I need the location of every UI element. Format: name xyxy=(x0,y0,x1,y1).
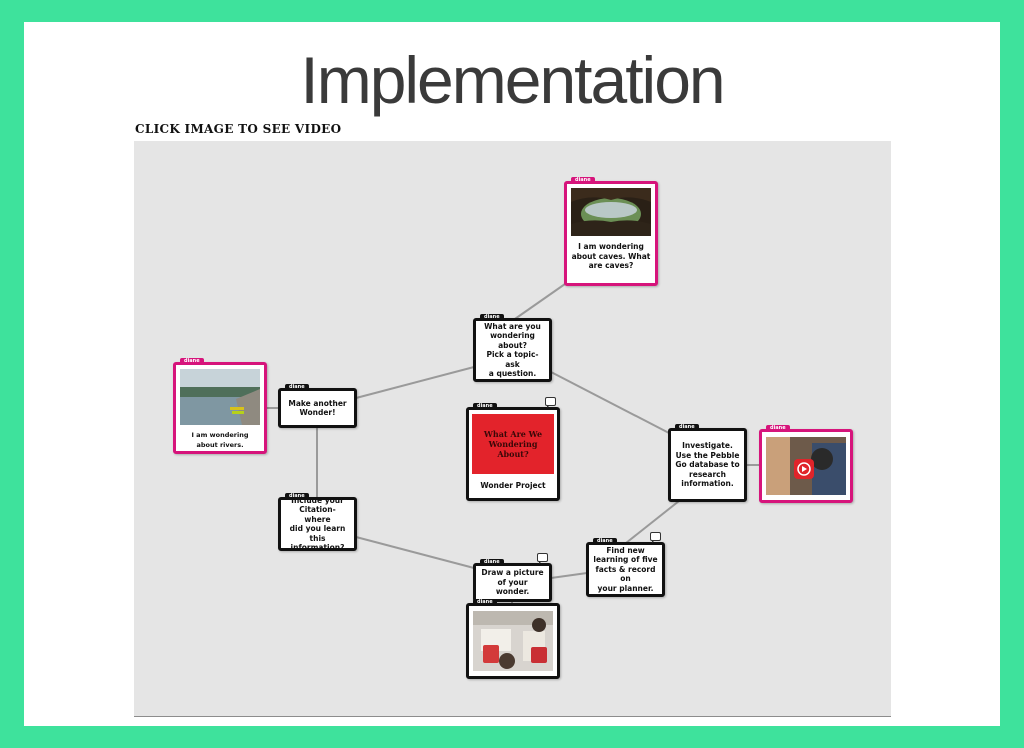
card-investigate[interactable]: diane Investigate. Use the Pebble Go dat… xyxy=(668,424,747,502)
card-make-another[interactable]: diane Make another Wonder! xyxy=(278,384,357,428)
slide: Implementation CLICK IMAGE TO SEE VIDEO … xyxy=(24,22,1000,726)
connector-find-investigate xyxy=(625,500,680,544)
river-photo xyxy=(180,369,260,425)
connector-draw-find xyxy=(550,572,588,579)
card-author-tag: diane xyxy=(593,538,617,545)
card-video[interactable]: diane xyxy=(759,425,853,503)
card-author-tag: diane xyxy=(480,559,504,566)
card-caves[interactable]: diane I am wondering about caves. What a… xyxy=(564,177,658,286)
card-text: Investigate. Use the Pebble Go database … xyxy=(675,441,740,489)
card-rivers[interactable]: diane I am wondering about rivers. xyxy=(173,358,267,454)
connector-wondering-make xyxy=(355,366,475,399)
poster-text: What Are We Wondering About? xyxy=(483,429,543,459)
comment-icon[interactable] xyxy=(537,553,548,564)
card-author-tag: diane xyxy=(180,358,204,365)
card-author-tag: diane xyxy=(571,177,595,184)
card-draw[interactable]: diane Draw a picture of your wonder. xyxy=(473,559,552,602)
connector-lines xyxy=(266,283,760,606)
wonder-poster-image: What Are We Wondering About? xyxy=(472,414,554,474)
cave-photo xyxy=(571,188,651,236)
card-author-tag: diane xyxy=(473,403,497,410)
padlet-board-video-link[interactable]: diane I am wondering about caves. What a… xyxy=(134,141,891,717)
card-photo[interactable]: diane xyxy=(466,599,560,679)
students-drawing-photo xyxy=(473,611,553,671)
card-author-tag: diane xyxy=(480,314,504,321)
comment-icon[interactable] xyxy=(650,532,661,543)
slide-title: Implementation xyxy=(300,43,725,117)
card-text: Include your Citation- where did you lea… xyxy=(289,495,346,553)
video-thumbnail[interactable] xyxy=(766,437,846,495)
connector-citation-draw xyxy=(355,536,475,569)
connector-wondering-investigate xyxy=(550,371,670,434)
card-author-tag: diane xyxy=(285,384,309,391)
card-author-tag: diane xyxy=(675,424,699,431)
card-text: What are you wondering about? Pick a top… xyxy=(484,321,541,379)
comment-icon[interactable] xyxy=(545,397,556,408)
card-text: Draw a picture of your wonder. xyxy=(481,568,544,597)
card-text: I am wondering about rivers. xyxy=(191,431,249,449)
card-author-tag: diane xyxy=(285,493,309,500)
card-text: Wonder Project xyxy=(480,481,546,490)
card-text: I am wondering about caves. What are cav… xyxy=(571,242,651,270)
card-find-new[interactable]: diane Find new learning of five facts & … xyxy=(586,538,665,597)
card-author-tag: diane xyxy=(766,425,790,432)
connector-caves-wondering xyxy=(511,283,566,322)
card-text: Make another Wonder! xyxy=(288,398,347,418)
card-author-tag: diane xyxy=(473,599,497,606)
card-citation[interactable]: diane Include your Citation- where did y… xyxy=(278,493,357,553)
card-wondering[interactable]: diane What are you wondering about? Pick… xyxy=(473,314,552,382)
video-caption: CLICK IMAGE TO SEE VIDEO xyxy=(135,122,342,136)
card-text: Find new learning of five facts & record… xyxy=(593,545,658,593)
card-wonder-project[interactable]: diane What Are We Wondering About? Wonde… xyxy=(466,403,560,501)
